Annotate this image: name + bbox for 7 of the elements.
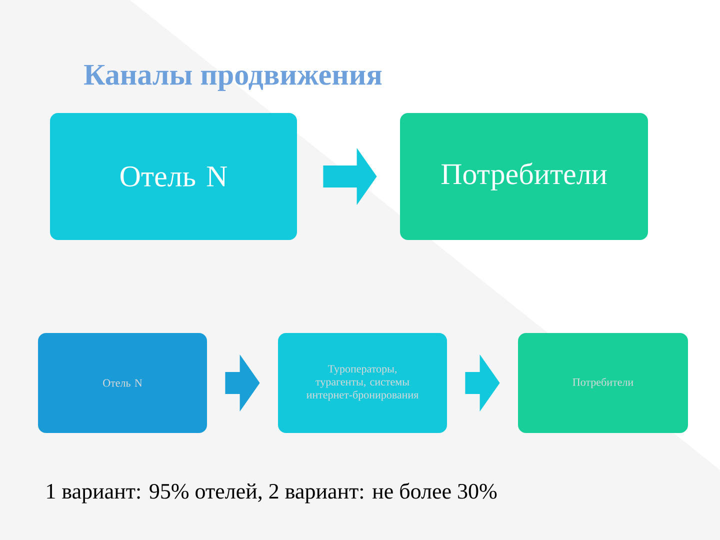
process-box: Потребители	[400, 113, 648, 240]
process-box: Потребители	[518, 333, 688, 433]
process-box: Туроператоры, турагенты, системы интернет-бронирования	[278, 333, 447, 433]
process-box: Отель N	[50, 113, 297, 240]
slide-title: Каналы продвижения	[84, 64, 382, 91]
process-box: Отель N	[38, 333, 207, 433]
note-text: 1 вариант: 95% отелей, 2 вариант: не более 30%	[47, 482, 497, 504]
